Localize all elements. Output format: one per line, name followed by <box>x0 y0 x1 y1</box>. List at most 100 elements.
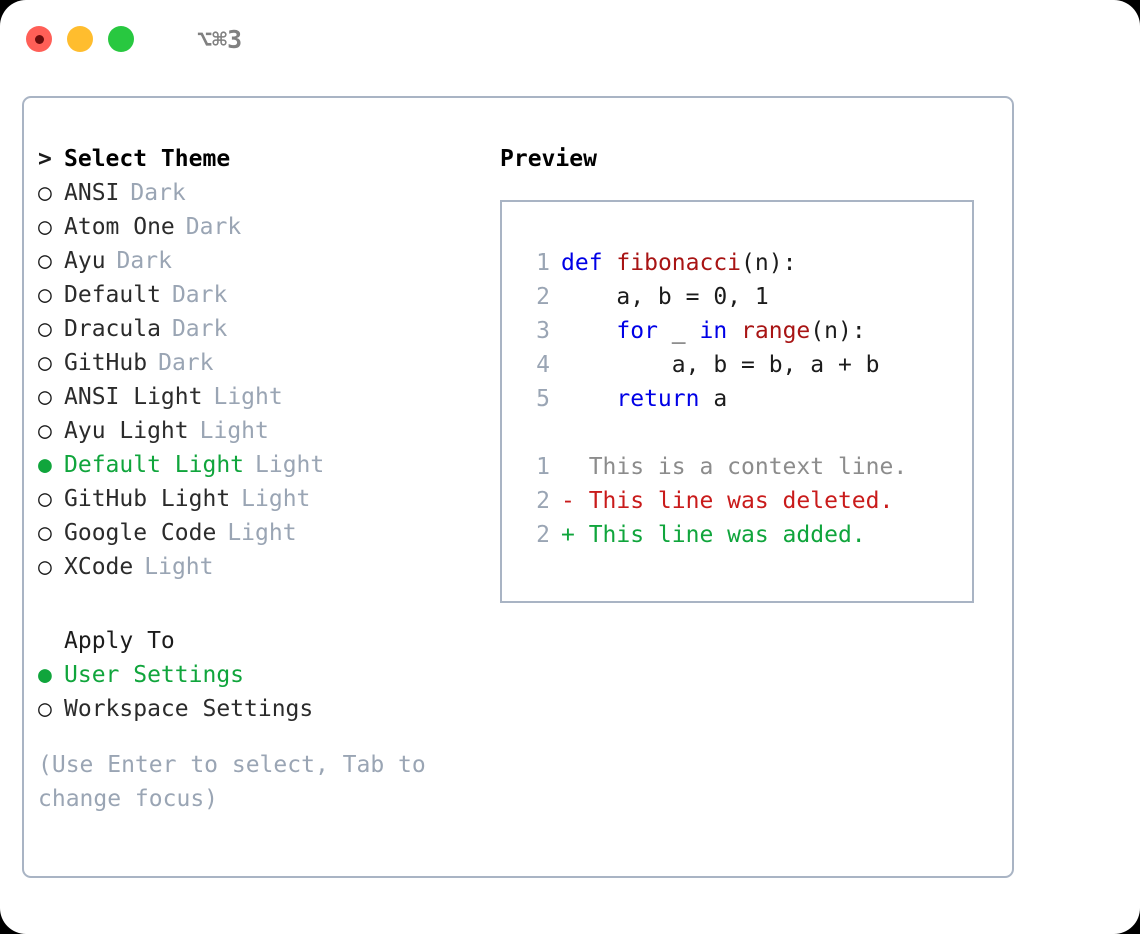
code-line: 5 return a <box>516 382 972 416</box>
apply-to-option-label: User Settings <box>64 662 245 688</box>
theme-option-label: Ayu <box>64 248 106 274</box>
apply-to-marker-placeholder: ○ <box>38 624 64 658</box>
traffic-light-buttons <box>26 26 149 52</box>
line-content: return a <box>561 382 727 416</box>
theme-variant-tag: Light <box>227 520 297 546</box>
radio-selected-icon[interactable]: ● <box>38 452 52 478</box>
theme-option-label: Default Light <box>64 452 245 478</box>
line-content: def fibonacci(n): <box>561 246 796 280</box>
radio-unselected-icon[interactable]: ○ <box>38 384 52 410</box>
code-token <box>561 386 616 412</box>
code-token: (n): <box>741 250 797 276</box>
code-token <box>603 250 617 276</box>
theme-option-label: Ayu Light <box>64 418 189 444</box>
radio-unselected-icon[interactable]: ○ <box>38 248 52 274</box>
maximize-button[interactable] <box>108 26 134 52</box>
code-line: 4 a, b = b, a + b <box>516 348 972 382</box>
radio-unselected-icon[interactable]: ○ <box>38 180 52 206</box>
apply-to-option-list: ● User Settings ○Workspace Settings <box>38 658 478 726</box>
theme-option-label: ANSI Light <box>64 384 203 410</box>
theme-option-label: Default <box>64 282 161 308</box>
theme-option-row[interactable]: ○ Google Code Light <box>38 516 478 550</box>
theme-option-label: XCode <box>64 554 134 580</box>
theme-option-row[interactable]: ○ ANSI Light Light <box>38 380 478 414</box>
radio-unselected-icon[interactable]: ○ <box>38 350 52 376</box>
code-line: 2 a, b = 0, 1 <box>516 280 972 314</box>
theme-variant-tag: Dark <box>158 350 214 376</box>
line-number: 3 <box>536 318 550 344</box>
code-token: - This line was deleted. <box>561 488 894 514</box>
code-token: (n): <box>810 318 866 344</box>
code-line: 1 def fibonacci(n): <box>516 246 972 280</box>
theme-variant-tag: Dark <box>171 282 228 308</box>
apply-to-header-label: Apply To <box>64 628 175 654</box>
code-token: + This line was added. <box>561 522 866 548</box>
prompt-caret-icon: > <box>38 146 52 172</box>
window-titlebar: ⌥⌘3 <box>0 0 1140 78</box>
line-content: + This line was added. <box>561 518 866 552</box>
radio-unselected-icon[interactable]: ○ <box>38 554 52 580</box>
diff-line: 2 + This line was added. <box>516 518 972 552</box>
theme-list-header-label: Select Theme <box>64 146 231 172</box>
theme-variant-tag: Dark <box>171 316 228 342</box>
diff-sample: 1 This is a context line. 2 - This line wa… <box>516 450 972 552</box>
theme-variant-tag: Light <box>144 554 214 580</box>
theme-option-label: Google Code <box>64 520 217 546</box>
keyboard-shortcut-label: ⌥⌘3 <box>197 24 243 54</box>
apply-to-option-row[interactable]: ○Workspace Settings <box>38 692 478 726</box>
radio-unselected-icon[interactable]: ○ <box>38 214 52 240</box>
radio-unselected-icon[interactable]: ○ <box>38 316 52 342</box>
apply-to-option-row[interactable]: ● User Settings <box>38 658 478 692</box>
theme-variant-tag: Dark <box>116 248 172 274</box>
diff-line: 1 This is a context line. <box>516 450 972 484</box>
radio-unselected-icon[interactable]: ○ <box>38 520 52 546</box>
close-button[interactable] <box>26 26 52 52</box>
theme-option-row[interactable]: ○ Ayu Dark <box>38 244 478 278</box>
code-token: for <box>616 318 658 344</box>
code-token <box>727 318 741 344</box>
theme-option-label: ANSI <box>64 180 120 206</box>
radio-unselected-icon[interactable]: ○ <box>38 418 52 444</box>
code-token: return <box>616 386 700 412</box>
theme-variant-tag: Dark <box>130 180 186 206</box>
theme-option-row[interactable]: ○ ANSI Dark <box>38 176 478 210</box>
radio-unselected-icon[interactable]: ○ <box>38 696 52 722</box>
code-token: in <box>699 318 728 344</box>
apply-to-header: ○ Apply To <box>38 624 478 658</box>
line-number: 2 <box>536 284 550 310</box>
theme-variant-tag: Light <box>213 384 283 410</box>
line-number: 2 <box>536 522 550 548</box>
code-token: This is a context line. <box>561 454 908 480</box>
code-token: fibonacci <box>616 250 742 276</box>
line-number: 1 <box>536 250 550 276</box>
line-number: 4 <box>536 352 550 378</box>
radio-unselected-icon[interactable]: ○ <box>38 486 52 512</box>
preview-title: Preview <box>500 146 597 172</box>
radio-unselected-icon[interactable]: ○ <box>38 282 52 308</box>
close-inner-dot-icon <box>34 34 44 44</box>
radio-selected-icon[interactable]: ● <box>38 662 52 688</box>
theme-option-row[interactable]: ○ XCode Light <box>38 550 478 584</box>
code-token <box>561 318 616 344</box>
line-content: - This line was deleted. <box>561 484 893 518</box>
code-token: a, b = b, a + b <box>561 352 880 378</box>
theme-option-label: GitHub Light <box>64 486 231 512</box>
code-token: a, b = 0, 1 <box>561 284 769 310</box>
line-content: a, b = b, a + b <box>561 348 880 382</box>
line-number: 5 <box>536 386 550 412</box>
theme-option-row[interactable]: ○ Default Dark <box>38 278 478 312</box>
minimize-button[interactable] <box>67 26 93 52</box>
